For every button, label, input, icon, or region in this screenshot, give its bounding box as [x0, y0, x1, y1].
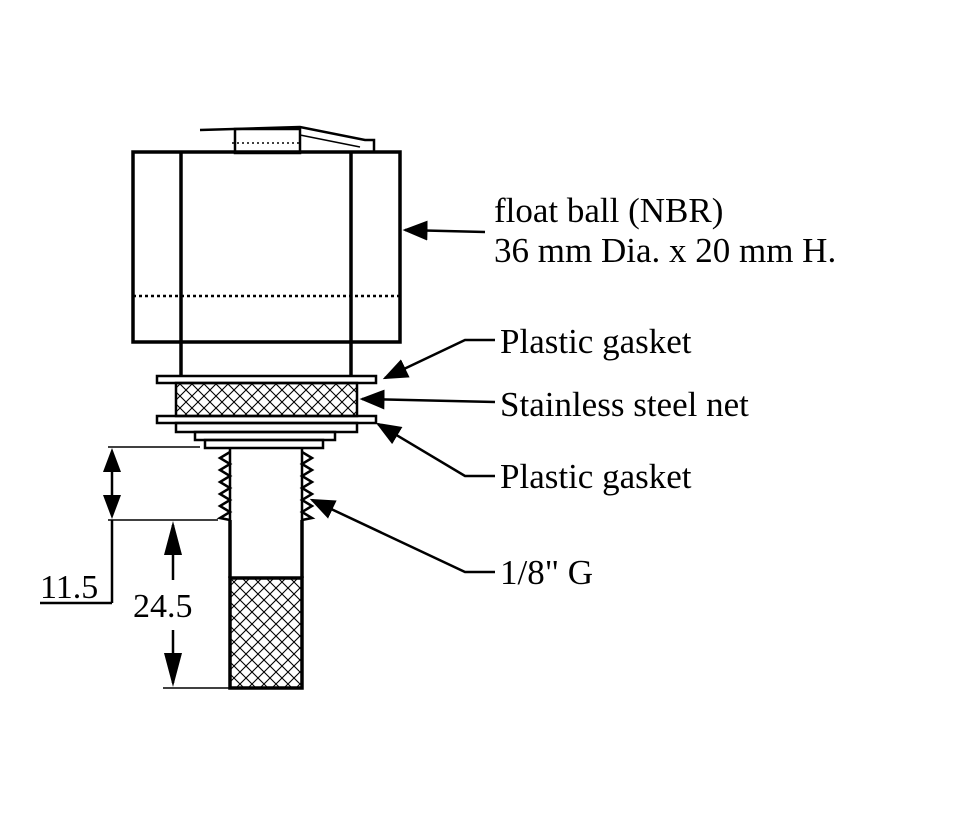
leader-lines	[309, 220, 496, 574]
float-ball	[131, 150, 402, 344]
thread-section	[216, 448, 316, 522]
dimension-upper: 11.5	[40, 569, 98, 606]
dimension-lower: 24.5	[133, 588, 193, 625]
label-stainless-steel-net: Stainless steel net	[500, 385, 749, 424]
upper-stem	[179, 342, 353, 376]
dimension-lines	[40, 446, 230, 689]
label-thread: 1/8" G	[500, 553, 593, 592]
stainless-steel-net	[174, 381, 359, 418]
plastic-gasket-bottom	[155, 414, 378, 450]
label-plastic-gasket-bottom: Plastic gasket	[500, 457, 692, 496]
top-cap	[199, 125, 376, 155]
label-float-ball-size: 36 mm Dia. x 20 mm H.	[494, 231, 836, 270]
label-float-ball: float ball (NBR)	[494, 191, 723, 230]
label-plastic-gasket-top: Plastic gasket	[500, 322, 692, 361]
lower-probe	[228, 520, 304, 690]
